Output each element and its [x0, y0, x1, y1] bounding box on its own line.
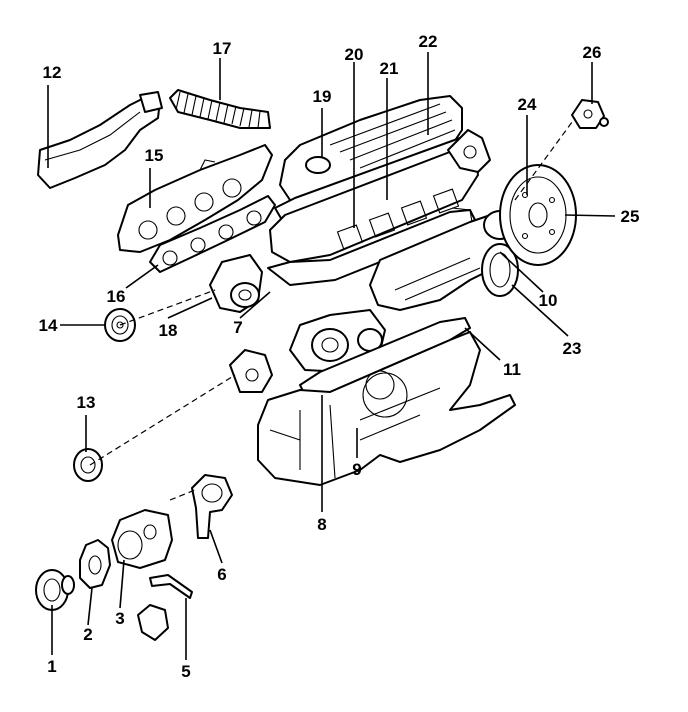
part-17-flexible-hose [169, 89, 271, 129]
alignment-axis-lower [89, 374, 236, 466]
cylinder-head-cover [279, 95, 463, 201]
part-18-water-pump [209, 254, 263, 313]
callout-1: 1 [47, 657, 56, 676]
alignment-axis-upper [119, 289, 216, 326]
part-2-gear [79, 539, 111, 589]
callout-7: 7 [233, 318, 242, 337]
part-6-oil-filter-housing [191, 474, 233, 539]
part-23-ring-gear [481, 243, 519, 297]
head-lower-gasket [267, 209, 476, 286]
callout-21: 21 [380, 59, 399, 78]
part-25-flywheel [499, 164, 577, 266]
callout-2: 2 [83, 625, 92, 644]
callout-26: 26 [583, 43, 602, 62]
thermostat-housing [229, 349, 273, 393]
alignment-axis-front [169, 489, 196, 501]
part-12-heat-shield [37, 91, 163, 189]
callout-3: 3 [115, 609, 124, 628]
part-26-sensor [571, 99, 609, 129]
camshaft-bracket [447, 129, 491, 173]
callout-8: 8 [317, 515, 326, 534]
cylinder-head [269, 149, 479, 263]
part-5-bracket [137, 574, 193, 641]
callout-22: 22 [419, 32, 438, 51]
alignment-axis-rear [514, 117, 576, 201]
callout-25: 25 [621, 207, 640, 226]
part-15-exhaust-manifold [117, 144, 273, 253]
callout-13: 13 [77, 393, 96, 412]
callout-24: 24 [518, 95, 537, 114]
part-13-cam-gear [73, 448, 103, 482]
callout-16: 16 [107, 287, 126, 306]
callout-9: 9 [352, 460, 361, 479]
callout-10: 10 [539, 291, 558, 310]
part-1-crank-pulley [35, 569, 75, 611]
callout-17: 17 [213, 39, 232, 58]
part-16-manifold-gasket [149, 195, 276, 273]
callout-19: 19 [313, 87, 332, 106]
callout-6: 6 [217, 565, 226, 584]
callout-5: 5 [181, 662, 190, 681]
callout-14: 14 [39, 316, 58, 335]
leader-lines [47, 52, 616, 660]
callout-23: 23 [563, 339, 582, 358]
callout-11: 11 [503, 360, 521, 379]
callout-20: 20 [345, 45, 364, 64]
callout-15: 15 [145, 146, 164, 165]
part-3-oil-pump [111, 509, 173, 569]
callout-12: 12 [43, 63, 62, 82]
callout-18: 18 [159, 321, 178, 340]
